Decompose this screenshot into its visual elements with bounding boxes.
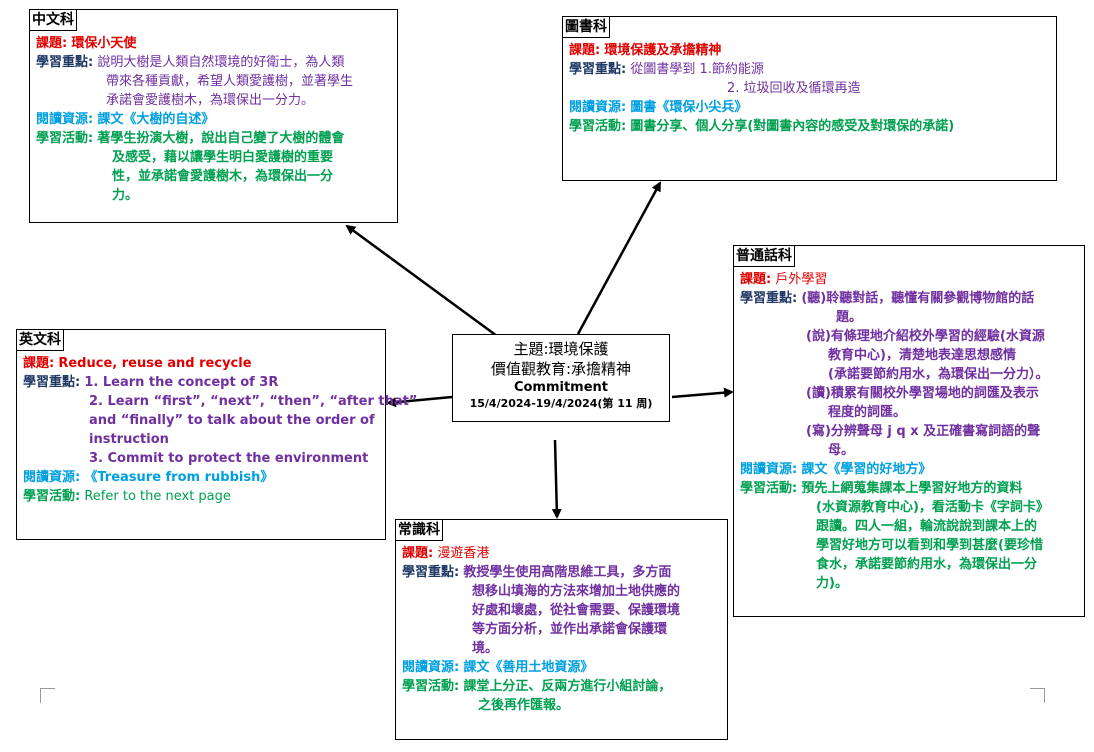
arrow-to-general (551, 439, 562, 519)
arrow-to-putonghua (671, 387, 734, 399)
putonghua-activity-label: 學習活動: (740, 481, 798, 496)
putonghua-activity-line: (水資源教育中心)，看活動卡《字詞卡》 (816, 500, 1049, 515)
chinese-box: 中文科 課題: 環保小天使 學習重點: 說明大樹是人類自然環境的好衛士，為人類 … (29, 9, 398, 223)
library-focus-line: 2. 垃圾回收及循環再造 (727, 81, 861, 96)
putonghua-topic: 戶外學習 (775, 272, 828, 287)
chinese-focus-line: 說明大樹是人類自然環境的好衛士，為人類 (97, 55, 345, 70)
putonghua-tag: 普通話科 (734, 246, 795, 267)
general-tag: 常識科 (396, 520, 443, 541)
library-box: 圖書科 課題: 環境保護及承擔精神 學習重點: 從圖書學到 1.節約能源 2. … (562, 16, 1057, 181)
putonghua-focus-line: 教育中心)，清楚地表達思想感情 (828, 348, 1016, 363)
chinese-activity-line: 及感受，藉以讓學生明白愛護樹的重要 (112, 150, 334, 165)
library-resource-label: 閱讀資源: (569, 100, 627, 115)
general-focus-line: 教授學生使用高階思維工具，多方面 (463, 565, 672, 580)
library-activity: 圖書分享、個人分享(對圖書內容的感受及對環保的承諾) (630, 119, 955, 134)
putonghua-focus-line: (說)有條理地介紹校外學習的經驗(水資源 (806, 329, 1045, 344)
library-tag: 圖書科 (563, 17, 610, 38)
chinese-focus-label: 學習重點: (36, 55, 94, 70)
chinese-tag: 中文科 (30, 10, 77, 31)
english-activity-label: 學習活動: (23, 489, 81, 504)
english-activity: Refer to the next page (84, 489, 231, 504)
english-focus-line: 1. Learn the concept of 3R (84, 375, 279, 390)
library-resource: 圖書《環保小尖兵》 (630, 100, 748, 115)
english-focus-line: and “finally” to talk about the order of (89, 413, 375, 428)
chinese-resource: 課文《大樹的自述》 (97, 112, 215, 127)
english-tag: 英文科 (17, 330, 64, 351)
chinese-activity-label: 學習活動: (36, 131, 94, 146)
arrow-to-library (576, 181, 662, 335)
putonghua-activity-line: 力)。 (816, 576, 848, 591)
general-focus-line: 等方面分析，並作出承諾會保護環 (472, 622, 668, 637)
general-focus-line: 好處和壞處，從社會需要、保護環境 (472, 603, 681, 618)
library-focus-label: 學習重點: (569, 62, 627, 77)
general-resource: 課文《善用土地資源》 (463, 660, 594, 675)
chinese-activity-line: 力。 (112, 188, 139, 203)
general-focus-line: 想移山填海的方法來增加土地供應的 (472, 584, 681, 599)
english-topic-label: 課題: (23, 356, 55, 371)
putonghua-focus-line: (聽)聆聽對話，聽懂有關參觀博物館的話 (801, 291, 1035, 306)
chinese-focus-line: 帶來各種貢獻，希望人類愛護樹，並著學生 (106, 74, 354, 89)
center-theme: 主題:環境保護 (513, 340, 609, 358)
arrow-to-chinese (345, 224, 498, 338)
chinese-activity-line: 性，並承諾會愛護樹木，為環保出一分 (112, 169, 334, 184)
english-focus-line: 3. Commit to protect the environment (89, 451, 369, 466)
chinese-topic: 環保小天使 (71, 36, 137, 51)
general-focus-label: 學習重點: (402, 565, 460, 580)
crop-mark-left (40, 688, 55, 703)
putonghua-activity-line: 跟讀。四人一組，輪流說說到課本上的 (816, 519, 1038, 534)
center-dates: 15/4/2024-19/4/2024(第 11 周) (469, 397, 653, 410)
general-topic: 漫遊香港 (437, 546, 490, 561)
general-activity-line: 課堂上分正、反兩方進行小組討論， (463, 679, 672, 694)
putonghua-focus-line: (承諾要節約用水，為環保出一分力）。 (828, 367, 1049, 382)
general-focus-line: 境。 (472, 641, 499, 656)
library-activity-label: 學習活動: (569, 119, 627, 134)
chinese-topic-label: 課題: (36, 36, 68, 51)
english-focus-label: 學習重點: (23, 375, 81, 390)
arrow-to-english (386, 395, 453, 408)
putonghua-focus-line: 程度的詞匯。 (828, 405, 907, 420)
english-resource: 《Treasure from rubbish》 (84, 470, 274, 485)
crop-mark-right (1030, 688, 1045, 703)
general-activity-line: 之後再作匯報。 (478, 698, 570, 713)
putonghua-focus-line: 母。 (828, 443, 855, 458)
center-commitment: Commitment (513, 380, 609, 395)
general-activity-label: 學習活動: (402, 679, 460, 694)
general-resource-label: 閱讀資源: (402, 660, 460, 675)
center-theme-box: 主題:環境保護 價值觀教育:承擔精神 Commitment 15/4/2024-… (452, 334, 670, 422)
putonghua-activity-line: 學習好地方可以看到和學到甚麼(要珍惜 (816, 538, 1043, 553)
library-focus-line: 從圖書學到 1.節約能源 (630, 62, 764, 77)
putonghua-resource-label: 閱讀資源: (740, 462, 798, 477)
english-box: 英文科 課題: Reduce, reuse and recycle 學習重點: … (16, 329, 417, 540)
chinese-activity-line: 著學生扮演大樹，說出自己變了大樹的體會 (97, 131, 345, 146)
putonghua-activity-line: 預先上網蒐集課本上學習好地方的資料 (801, 481, 1023, 496)
chinese-focus-line: 承諾會愛護樹木，為環保出一分力。 (106, 93, 315, 108)
center-values: 價值觀教育:承擔精神 (490, 360, 632, 378)
english-resource-label: 閱讀資源: (23, 470, 81, 485)
putonghua-activity-line: 食水，承諾要節約用水，為環保出一分 (816, 557, 1038, 572)
general-topic-label: 課題: (402, 546, 434, 561)
putonghua-topic-label: 課題: (740, 272, 772, 287)
english-focus-line: instruction (89, 432, 169, 447)
chinese-resource-label: 閱讀資源: (36, 112, 94, 127)
putonghua-focus-line: 題。 (836, 310, 863, 325)
general-studies-box: 常識科 課題: 漫遊香港 學習重點: 教授學生使用高階思維工具，多方面 想移山填… (395, 519, 728, 740)
english-topic: Reduce, reuse and recycle (58, 356, 252, 371)
putonghua-focus-line: (讀)積累有關校外學習場地的詞匯及表示 (806, 386, 1039, 401)
putonghua-resource: 課文《學習的好地方》 (801, 462, 932, 477)
library-topic-label: 課題: (569, 43, 601, 58)
putonghua-focus-label: 學習重點: (740, 291, 798, 306)
english-focus-line: 2. Learn “first”, “next”, “then”, “after… (89, 394, 418, 409)
putonghua-box: 普通話科 課題: 戶外學習 學習重點: (聽)聆聽對話，聽懂有關參觀博物館的話 … (733, 245, 1085, 617)
library-topic: 環境保護及承擔精神 (604, 43, 722, 58)
putonghua-focus-line: (寫)分辨聲母 j q x 及正確書寫詞語的聲 (806, 424, 1041, 439)
